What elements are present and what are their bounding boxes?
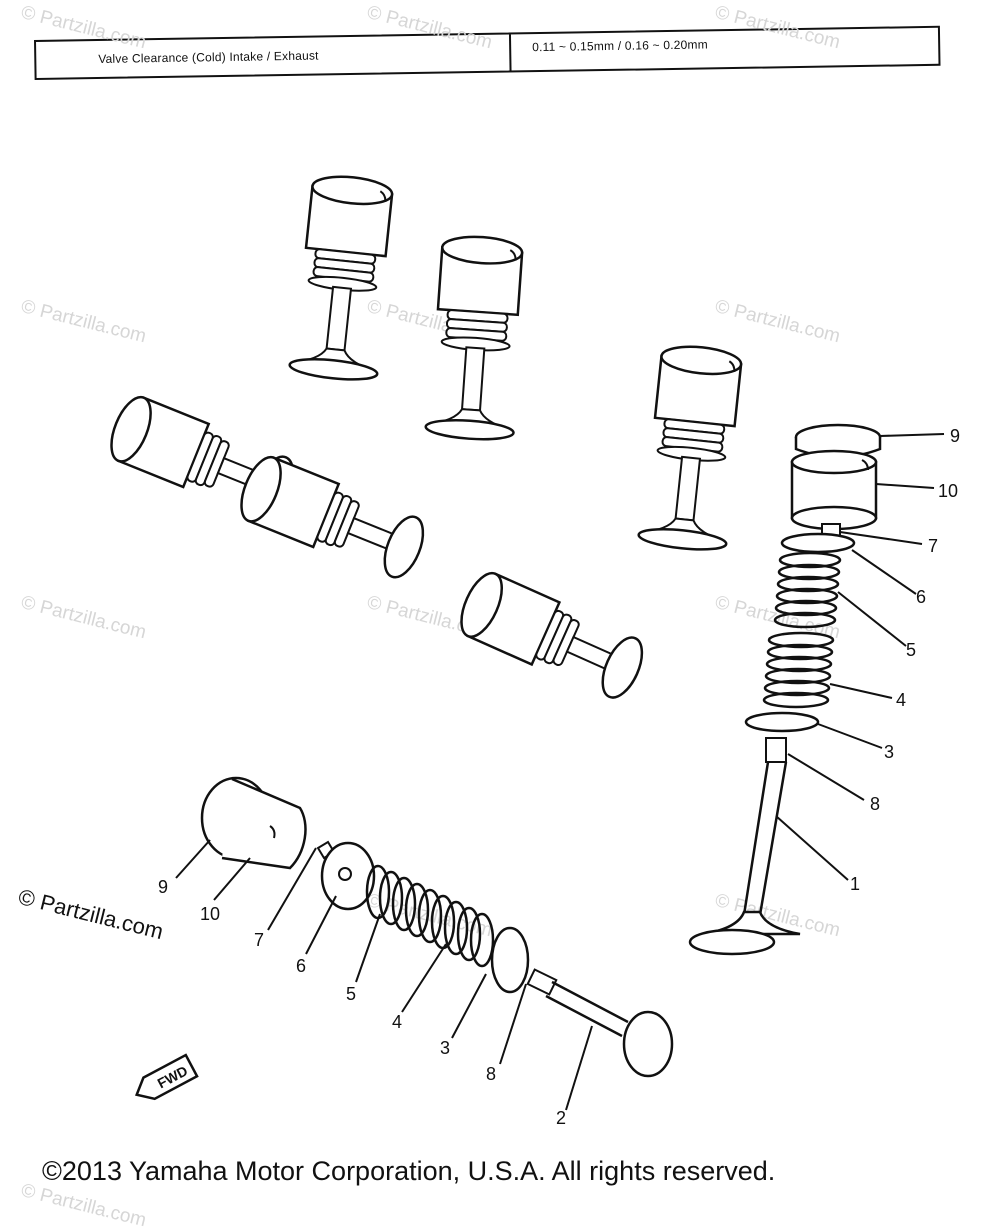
callout-8: 8 <box>486 1064 496 1084</box>
callout-3: 3 <box>440 1038 450 1058</box>
valve-lifter <box>221 777 307 870</box>
leader-lines-right <box>775 433 945 881</box>
callout-5: 5 <box>906 640 916 660</box>
callout-9: 9 <box>950 426 960 446</box>
valve-assembly <box>636 341 748 555</box>
spring-seat <box>744 711 820 733</box>
exploded-valve-bottom <box>200 776 674 1078</box>
valve-stem <box>742 761 788 916</box>
valve-assembly <box>423 232 529 444</box>
valve-head <box>622 1010 674 1078</box>
callout-2: 2 <box>556 1108 566 1128</box>
spring-seat <box>490 926 530 994</box>
valve-head <box>703 910 801 936</box>
spring-retainer <box>320 841 376 911</box>
callout-4: 4 <box>392 1012 402 1032</box>
valve-stem-seal <box>526 968 558 996</box>
callout-4: 4 <box>896 690 906 710</box>
callout-7: 7 <box>254 930 264 950</box>
callout-10: 10 <box>938 481 958 501</box>
callout-9: 9 <box>158 877 168 897</box>
callout-8: 8 <box>870 794 880 814</box>
fwd-arrow-icon: FWD <box>134 1053 199 1101</box>
callout-7: 7 <box>928 536 938 556</box>
callout-3: 3 <box>884 742 894 762</box>
callout-5: 5 <box>346 984 356 1004</box>
valve-spring-inner <box>762 631 835 709</box>
callout-6: 6 <box>916 587 926 607</box>
callout-10: 10 <box>200 904 220 924</box>
valve-assembly <box>287 171 399 385</box>
valve-stem <box>545 980 629 1038</box>
leader-lines-bottom <box>175 839 593 1111</box>
callout-1: 1 <box>850 874 860 894</box>
valve-spring-outer <box>773 551 842 629</box>
exploded-valve-right <box>688 423 882 956</box>
valve-assembly <box>232 450 433 586</box>
valve-exploded-diagram: 9 10 7 6 5 4 3 8 1 9 10 7 6 5 4 3 8 2 FW… <box>102 171 960 1128</box>
callout-6: 6 <box>296 956 306 976</box>
valve-spring <box>365 864 495 968</box>
valve-stem-seal <box>765 737 787 763</box>
valve-assembly <box>451 566 653 707</box>
spring-retainer <box>780 532 856 554</box>
copyright-notice: ©2013 Yamaha Motor Corporation, U.S.A. A… <box>42 1156 776 1186</box>
